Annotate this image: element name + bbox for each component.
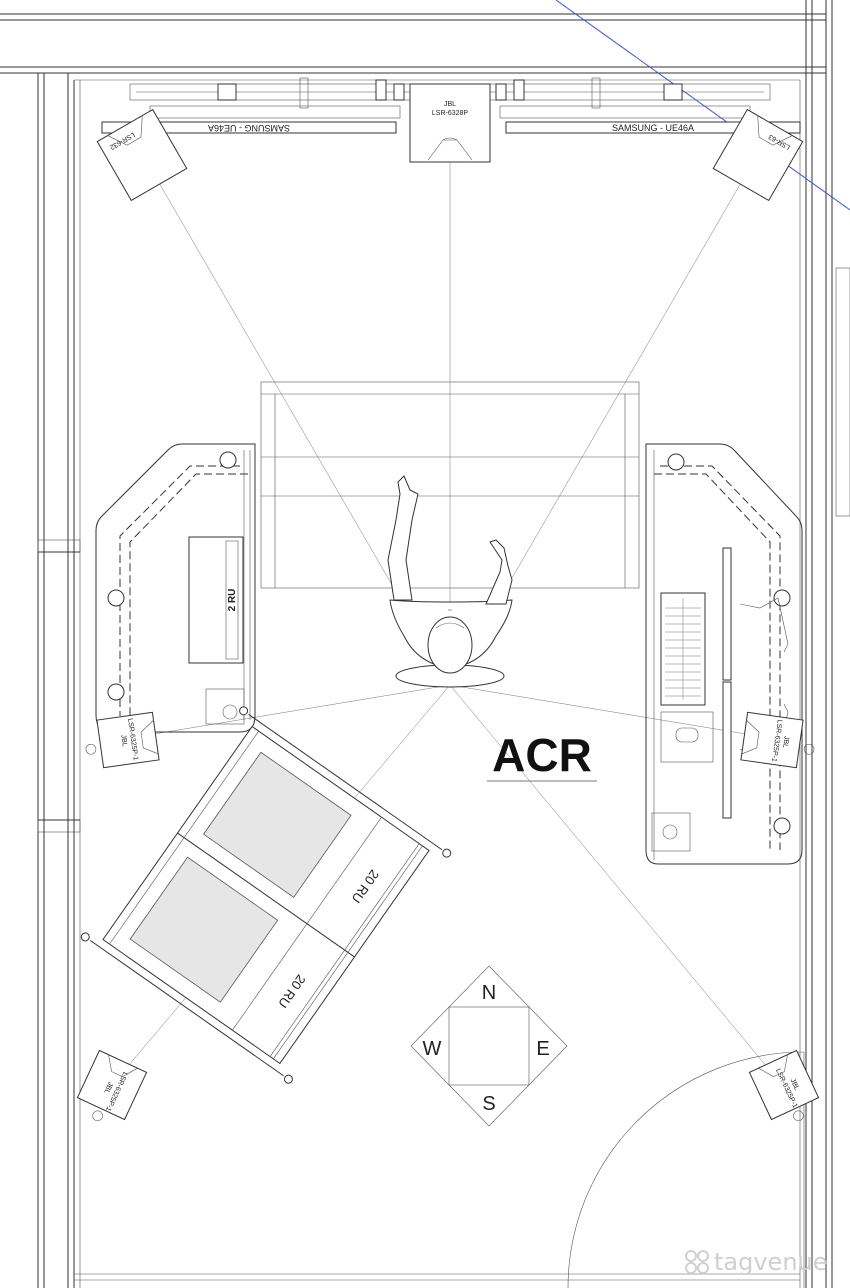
- left-console: 2 RU: [95, 443, 256, 733]
- speaker-front-left: LSR-632: [96, 108, 188, 202]
- producer-desk: [260, 381, 640, 589]
- display-left: SAMSUNG - UE46A: [101, 121, 397, 134]
- rack-a-panel: [203, 751, 352, 898]
- center-speaker-brand: JBL: [444, 101, 456, 108]
- center-speaker-model: LSR-6328P: [432, 110, 469, 117]
- door-swing: [567, 1051, 805, 1288]
- rack-b-panel: [129, 856, 279, 1003]
- watermark: tagvenue: [685, 1248, 828, 1276]
- watermark-text: tagvenue: [714, 1248, 828, 1276]
- compass-icon: N S E W: [410, 965, 568, 1127]
- speaker-side-right: JBL LSR-6325P-1: [740, 711, 815, 769]
- compass-west: W: [423, 1038, 442, 1060]
- compass-north: N: [482, 982, 496, 1004]
- speaker-rear-right: JBL LSR-6325P-1: [748, 1049, 820, 1122]
- center-speaker: JBL LSR-6328P: [409, 83, 491, 163]
- equipment-racks: 20 RU 20 RU: [80, 706, 452, 1084]
- watermark-logo-icon: [685, 1250, 709, 1274]
- speaker-side-right-brand: JBL: [781, 735, 790, 748]
- operator-figure: [387, 475, 513, 688]
- display-right-label: SAMSUNG - UE46A: [612, 123, 694, 133]
- reference-line: [555, 0, 850, 211]
- right-console: [645, 443, 803, 865]
- speaker-front-right: LSR-63: [712, 108, 804, 202]
- speaker-rear-right-brand: JBL: [789, 1078, 800, 1092]
- room-label: ACR: [492, 729, 592, 781]
- compass-east: E: [536, 1038, 549, 1060]
- speaker-rear-left: JBL LSR-6325P-1: [76, 1049, 148, 1122]
- speaker-rear-left-brand: JBL: [102, 1081, 113, 1095]
- speaker-side-left: JBL LSR-6325P-1: [85, 711, 160, 769]
- compass-south: S: [482, 1093, 495, 1115]
- display-right: SAMSUNG - UE46A: [505, 121, 801, 134]
- speaker-side-left-brand: JBL: [119, 734, 128, 747]
- desk-rack-label: 2 RU: [227, 589, 238, 612]
- keyboard-keys: [665, 598, 701, 700]
- display-left-label: SAMSUNG - UE46A: [208, 123, 290, 133]
